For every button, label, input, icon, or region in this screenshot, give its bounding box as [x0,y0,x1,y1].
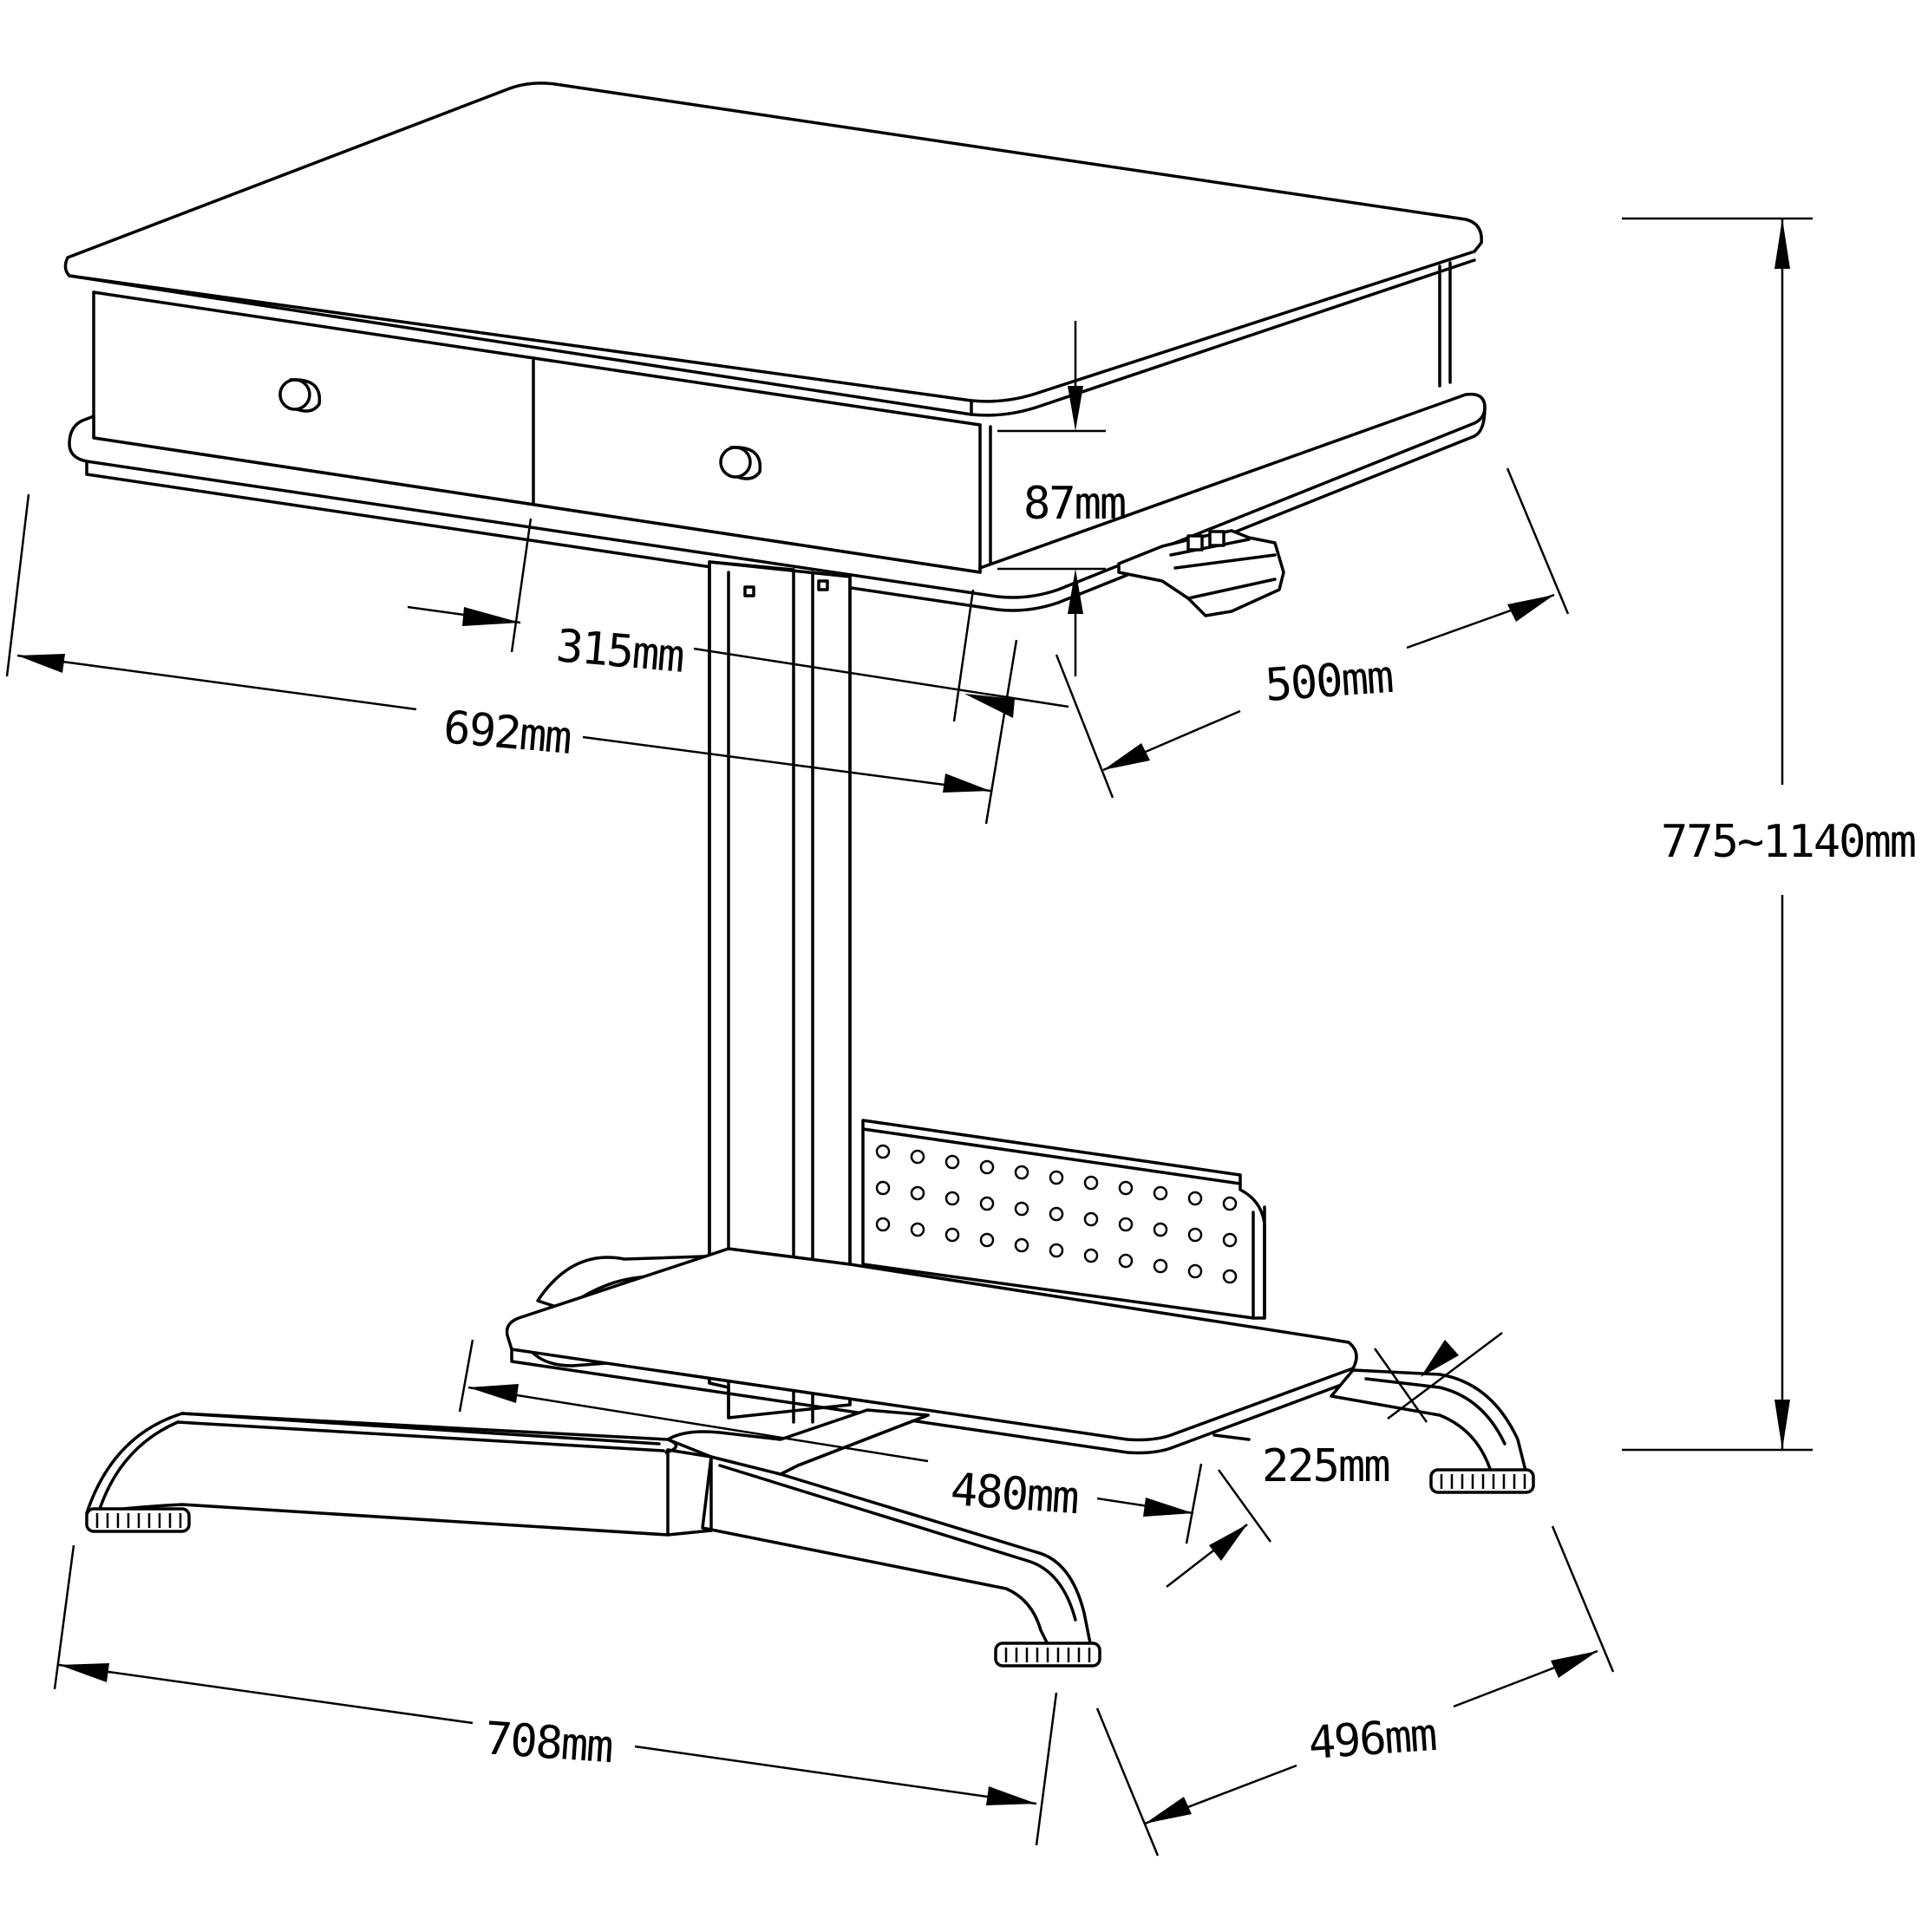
label-top-depth: 500mm [1264,651,1394,712]
panel-hole [1049,1170,1064,1185]
drawer-knob-left [278,378,322,413]
foot-left [85,1507,191,1533]
panel-hole [1083,1175,1099,1191]
panel-hole [1222,1196,1238,1211]
panel-hole [1153,1222,1168,1237]
lower-shelf [68,392,1487,612]
panel-hole [979,1232,995,1248]
column [708,560,852,1424]
panel-hole [910,1222,925,1237]
modesty-panel [861,1119,1266,1320]
panel-hole [1118,1180,1134,1196]
label-drawer-width: 315mm [554,620,685,683]
panel-hole [875,1144,891,1159]
footrest [505,1247,1358,1455]
panel-hole [1187,1227,1203,1243]
panel-hole [1014,1201,1029,1217]
height-adjust-lever [1117,529,1285,617]
panel-hole [979,1159,995,1175]
panel-hole [944,1191,960,1206]
base-legs [85,1368,1535,1668]
panel-hole [910,1149,925,1165]
panel-hole [875,1180,891,1196]
panel-hole [1083,1248,1099,1263]
desk-top [63,82,1483,417]
panel-hole [1118,1253,1134,1269]
panel-hole [1118,1217,1134,1232]
label-drawer-height: 87mm [1023,478,1125,530]
label-height-range: 775~1140mm [1661,816,1915,868]
label-footrest-depth: 225mm [1262,1440,1389,1492]
panel-hole [875,1217,891,1232]
panel-hole [1187,1263,1203,1279]
panel-hole [1187,1191,1203,1206]
panel-hole [1153,1185,1168,1201]
label-base-width: 708mm [483,1713,613,1773]
foot-front [994,1642,1101,1668]
panel-hole [1049,1243,1064,1258]
panel-hole [1049,1206,1064,1222]
panel-hole [1014,1237,1029,1253]
panel-hole [1083,1211,1099,1227]
panel-hole [1222,1269,1238,1284]
label-base-depth: 496mm [1307,1709,1437,1770]
panel-hole [979,1196,995,1211]
dimension-lines [5,217,1813,1857]
panel-hole [910,1185,925,1201]
foot-back [1429,1468,1535,1494]
panel-hole [1014,1165,1029,1180]
panel-hole [1153,1258,1168,1274]
panel-holes [875,1144,1238,1284]
panel-hole [1222,1232,1238,1248]
label-footrest-width: 480mm [949,1464,1079,1524]
dimension-labels: 87mm 315mm 692mm 500mm 775~1140mm 480mm … [441,478,1917,1773]
panel-hole [944,1154,960,1170]
drawer-knob-right [719,446,762,480]
label-top-width: 692mm [441,702,572,765]
panel-hole [944,1227,960,1243]
